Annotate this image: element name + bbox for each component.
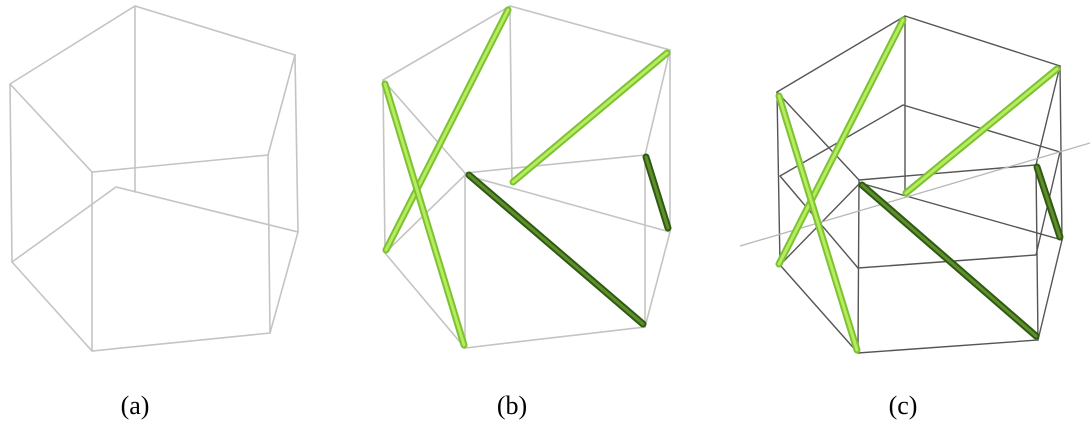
panel-c-bottom-face (779, 182, 1063, 354)
panel-a-frame (9, 5, 299, 352)
panel-b-bottom-face (384, 174, 671, 349)
strut (381, 80, 468, 349)
panel-a-caption: (a) (121, 391, 150, 420)
panel-c-struts (775, 16, 1064, 354)
strut (775, 92, 861, 354)
strut (465, 171, 647, 328)
panel-a-vertical-edge (294, 54, 299, 233)
panel-b-top-face (382, 5, 671, 174)
strut (382, 6, 512, 254)
strut (902, 65, 1061, 197)
panel-a: (a) (9, 5, 299, 420)
panel-c-vertical-edge (1035, 164, 1039, 341)
panel-b: (b) (381, 5, 672, 420)
panel-a-vertical-edge (267, 154, 271, 334)
strut (775, 16, 907, 268)
panel-b-vertical-edge (509, 5, 513, 185)
strut (858, 181, 1040, 340)
panel-a-top-face (9, 5, 296, 173)
panel-c-vertical-edge (1059, 65, 1063, 241)
panel-a-bottom-face (11, 186, 299, 352)
panel-c-top-face (776, 15, 1061, 181)
panel-c: (c) (739, 15, 1091, 420)
panel-c-vertical-edge (857, 179, 860, 354)
strut (509, 49, 671, 186)
panel-b-struts (381, 6, 672, 349)
panel-c-vertical-edge (776, 91, 781, 266)
panel-a-vertical-edge (9, 83, 13, 263)
strut (642, 153, 672, 232)
panel-b-vertical-edge (382, 79, 386, 254)
panel-c-caption: (c) (889, 391, 918, 420)
strut (1033, 163, 1064, 241)
panel-b-caption: (b) (497, 391, 527, 420)
panel-b-frame (382, 5, 671, 349)
